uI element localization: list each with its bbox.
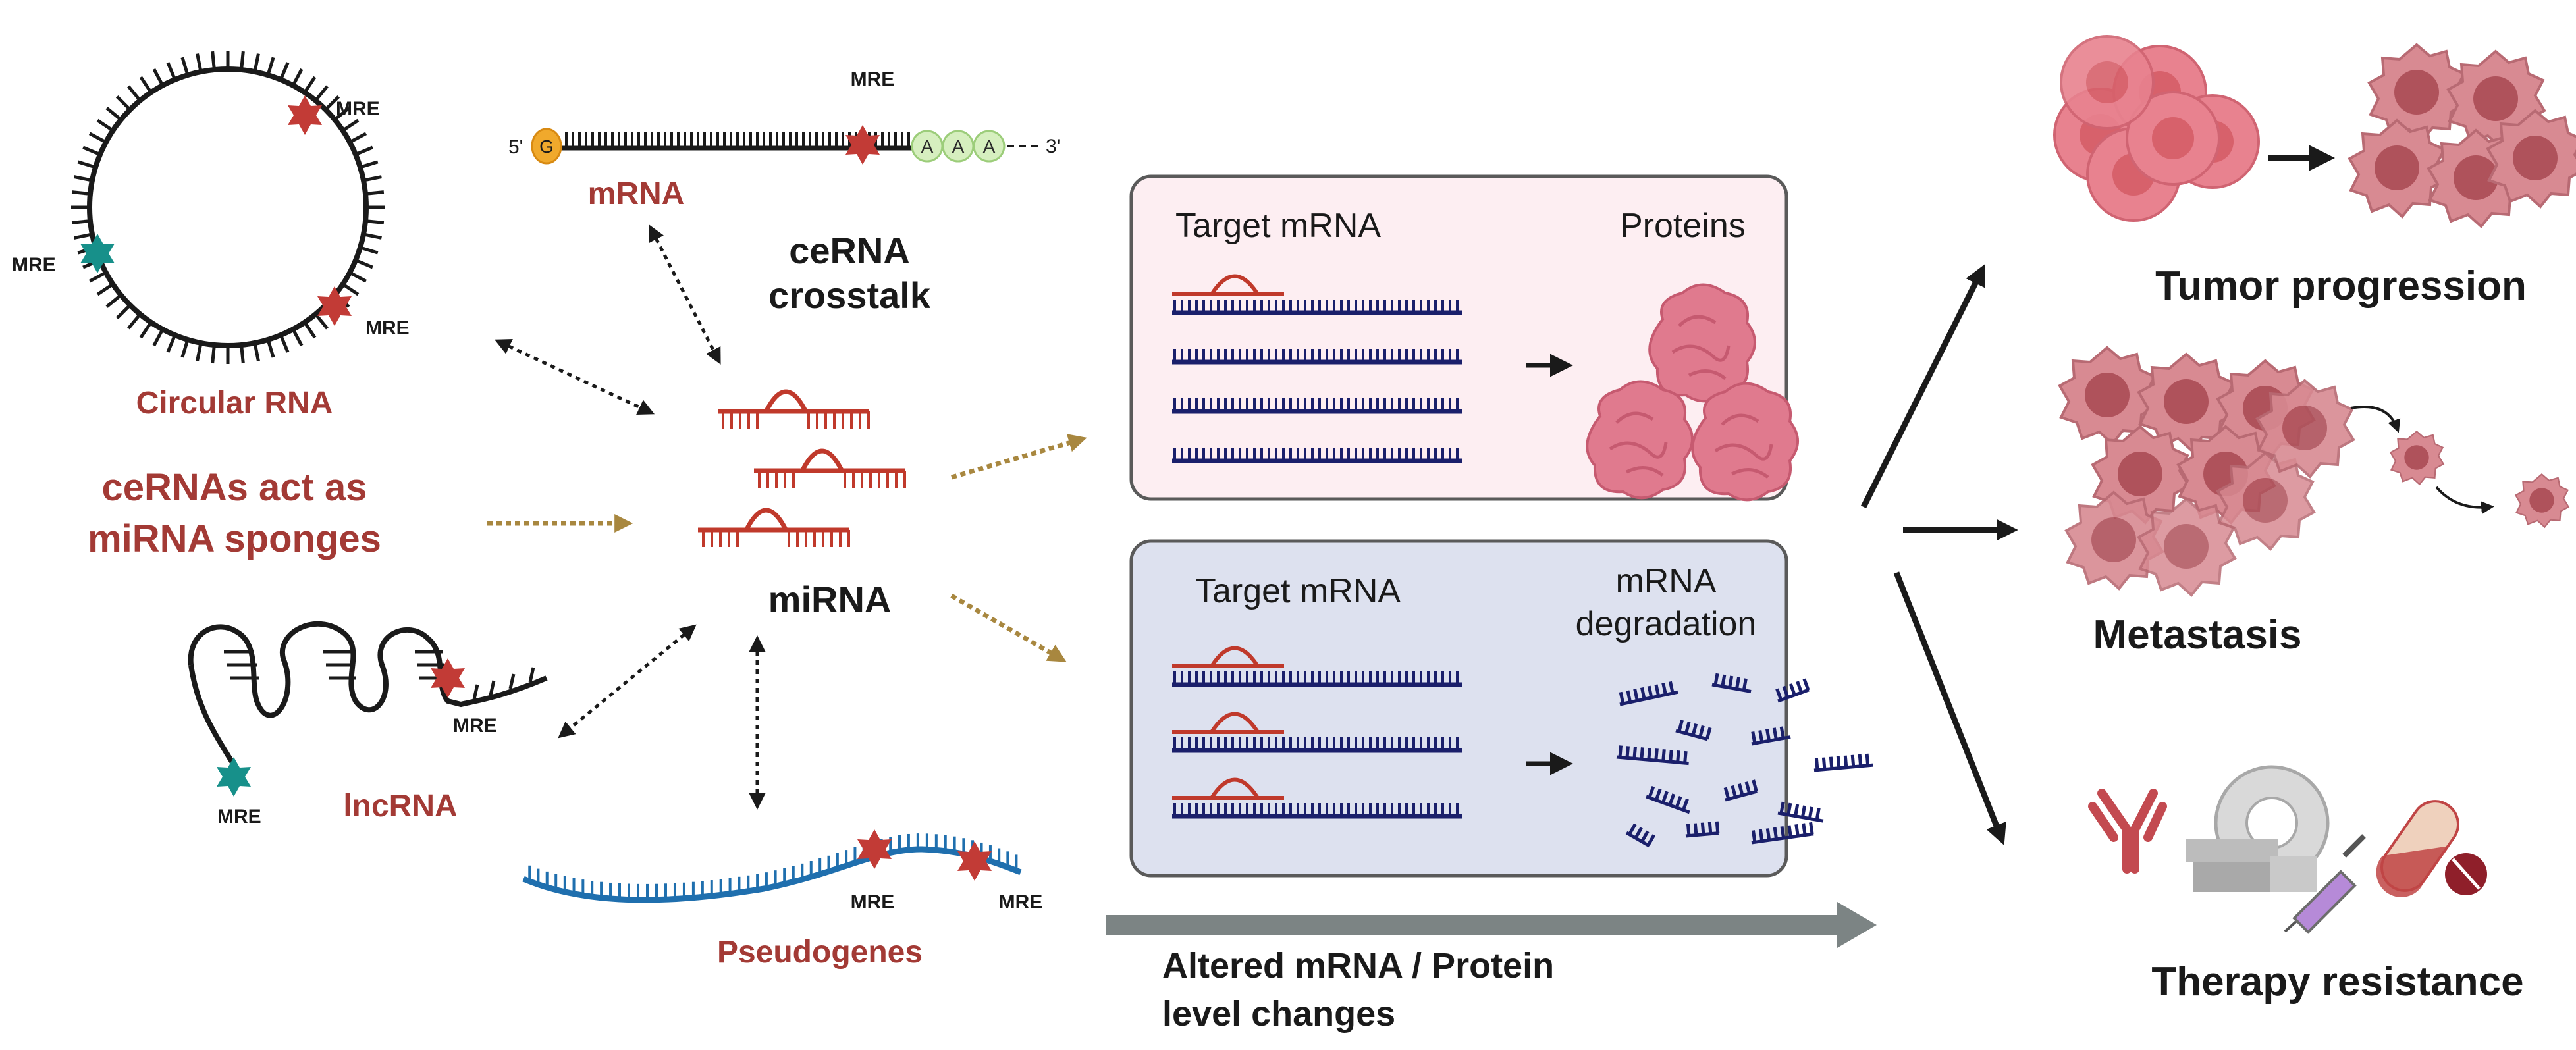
sponge-arrows (487, 434, 1087, 662)
antibody-icon (2088, 789, 2167, 874)
five-prime-label: 5' (508, 136, 523, 158)
migrating-cell-icon (2390, 431, 2444, 485)
mrna-strand: 5' G MRE A A A 3' mRNA (508, 68, 1060, 211)
mri-scanner-icon (2186, 765, 2330, 892)
svg-text:miRNA sponges: miRNA sponges (88, 517, 381, 560)
degradation-title-1: mRNA (1615, 562, 1716, 600)
mirna-cluster: miRNA (698, 389, 906, 620)
pseudogenes: MRE MRE Pseudogenes (522, 829, 1043, 970)
mre-label: MRE (851, 68, 895, 90)
mirna-label: miRNA (768, 579, 892, 620)
svg-text:A: A (983, 136, 996, 157)
therapy-resistance-label: Therapy resistance (2151, 959, 2523, 1005)
lncrna: MRE MRE lncRNA (188, 621, 548, 827)
altered-arrow (1106, 902, 1877, 948)
aggressive-cells-icon (2348, 43, 2576, 228)
metastasis-cluster-icon (2058, 346, 2355, 596)
target-mrna-title: Target mRNA (1175, 207, 1381, 245)
mrna-fragments (1616, 673, 1873, 848)
cap-label: G (539, 136, 554, 157)
protein-icon (1692, 384, 1798, 500)
mrna-label: mRNA (588, 176, 685, 211)
lncrna-label: lncRNA (343, 789, 457, 824)
mre-label: MRE (336, 98, 380, 120)
therapy-resistance: Therapy resistance (2088, 765, 2524, 1005)
crosstalk-label: ceRNA crosstalk (768, 230, 931, 316)
outcome-arrows (1860, 264, 2018, 846)
degradation-title-2: degradation (1576, 605, 1757, 643)
mre-label: MRE (453, 715, 497, 737)
mre-label: MRE (365, 317, 410, 339)
metastasis: Metastasis (2058, 346, 2569, 658)
polya-tail: A A A (911, 130, 1006, 163)
migrating-cell-icon (2515, 473, 2569, 528)
target-mrna-title: Target mRNA (1195, 572, 1401, 610)
circular-rna-label: Circular RNA (136, 386, 333, 421)
svg-text:ceRNAs act as: ceRNAs act as (102, 466, 367, 509)
altered-label-1: Altered mRNA / Protein (1162, 946, 1554, 985)
pill-icon (2376, 800, 2487, 897)
sponge-label: ceRNAs act as miRNA sponges (88, 466, 381, 560)
circular-rna: MRE MRE MRE Circular RNA (12, 51, 410, 421)
mre-label: MRE (851, 891, 895, 913)
altered-label-2: level changes (1162, 994, 1395, 1034)
mre-label: MRE (217, 806, 261, 827)
tumor-cells-icon (2053, 35, 2260, 222)
cap-icon (531, 128, 562, 165)
svg-text:A: A (921, 136, 934, 157)
svg-text:A: A (952, 136, 965, 157)
svg-text:ceRNA: ceRNA (789, 230, 910, 271)
metastasis-label: Metastasis (2093, 612, 2301, 658)
tumor-progression: Tumor progression (2053, 35, 2576, 309)
proteins-title: Proteins (1620, 207, 1746, 245)
translation-box: Target mRNA Proteins (1129, 174, 1798, 500)
tumor-progression-label: Tumor progression (2155, 263, 2527, 309)
degradation-box: Target mRNA mRNA degradation (1129, 539, 1873, 878)
mre-label: MRE (999, 891, 1043, 913)
crosstalk-arrows (494, 224, 766, 810)
protein-icon (1587, 382, 1692, 498)
svg-text:crosstalk: crosstalk (768, 275, 931, 316)
mre-icon (217, 757, 251, 797)
pseudogenes-label: Pseudogenes (717, 935, 923, 970)
mre-label: MRE (12, 254, 56, 276)
three-prime-label: 3' (1046, 136, 1060, 157)
syringe-icon (2284, 834, 2366, 934)
